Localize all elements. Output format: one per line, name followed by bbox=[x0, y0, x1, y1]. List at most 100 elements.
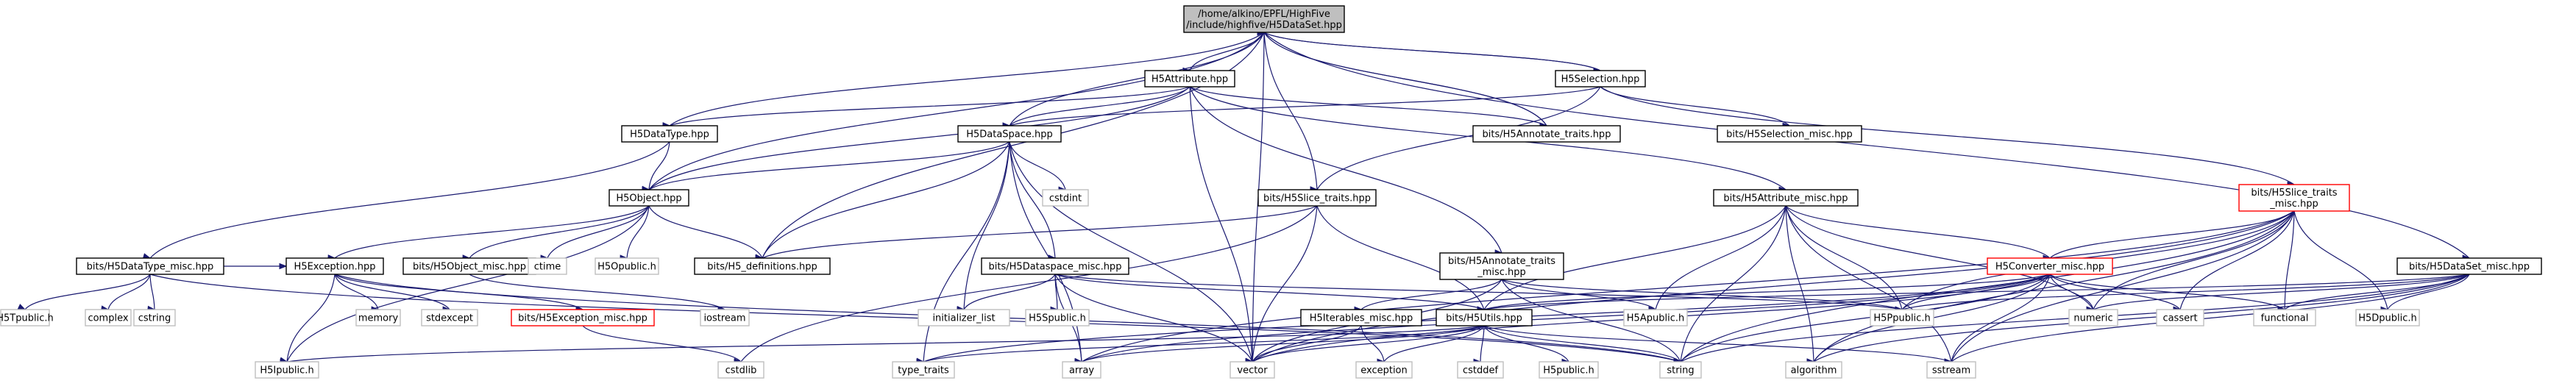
edge-line bbox=[1316, 86, 1601, 190]
edge-line bbox=[1054, 274, 1253, 363]
node-box bbox=[1870, 309, 1934, 326]
edge-arrowhead bbox=[17, 304, 26, 310]
node-box bbox=[1785, 361, 1842, 379]
node-h5dpub: H5Dpublic.h bbox=[2355, 309, 2420, 326]
node-h5public: H5public.h bbox=[1539, 361, 1599, 379]
edge-attrmisc-to-sstream bbox=[1785, 205, 1953, 365]
edge-line bbox=[1600, 86, 1790, 126]
node-cstdint: cstdint bbox=[1042, 189, 1089, 207]
edge-h5obj-to-ctime bbox=[540, 205, 650, 261]
node-annot[interactable]: bits/H5Annotate_traits.hpp bbox=[1472, 125, 1621, 143]
edge-line bbox=[1480, 325, 1485, 363]
node-box bbox=[1230, 361, 1275, 379]
edge-h5dspace-to-h5obj bbox=[642, 141, 1010, 193]
node-h5defs[interactable]: bits/H5_definitions.hpp bbox=[694, 257, 831, 275]
node-slicemisc[interactable]: bits/H5Slice_traits_misc.hpp bbox=[2238, 184, 2350, 212]
edge-line bbox=[1483, 274, 2470, 310]
node-box bbox=[1183, 5, 1345, 33]
edge-line bbox=[1054, 274, 1058, 310]
node-h5obj[interactable]: H5Object.hpp bbox=[608, 189, 689, 207]
node-label: cstring bbox=[138, 313, 171, 324]
node-h5spub: H5Spublic.h bbox=[1025, 309, 1090, 326]
node-box bbox=[1987, 257, 2113, 275]
edge-h5dspace-to-cstdint bbox=[1009, 141, 1067, 193]
edge-line bbox=[1785, 205, 2051, 259]
edge-line bbox=[963, 274, 1056, 310]
node-box bbox=[717, 361, 764, 379]
edge-line bbox=[1951, 274, 2051, 363]
node-h5attr[interactable]: H5Attribute.hpp bbox=[1144, 70, 1235, 88]
edge-h5exc-to-excmisc bbox=[334, 274, 584, 313]
node-slicetr[interactable]: bits/H5Slice_traits.hpp bbox=[1257, 189, 1377, 207]
node-exception: exception bbox=[1355, 361, 1413, 379]
edge-root-to-slicetr bbox=[1263, 32, 1319, 193]
edge-line bbox=[1252, 210, 2295, 363]
node-h5dtype[interactable]: H5DataType.hpp bbox=[621, 125, 718, 143]
node-label: ctime bbox=[534, 262, 561, 273]
node-box bbox=[1042, 189, 1089, 207]
edge-attrmisc-to-convmisc bbox=[1785, 205, 2051, 262]
node-dsetmisc[interactable]: bits/H5DataSet_misc.hpp bbox=[2396, 257, 2542, 275]
node-box bbox=[76, 257, 224, 275]
node-label: bits/H5Utils.hpp bbox=[1446, 313, 1522, 324]
node-label: H5public.h bbox=[1543, 365, 1594, 376]
node-label: cstddef bbox=[1463, 365, 1499, 376]
edge-line bbox=[2093, 274, 2470, 310]
edge-line bbox=[1600, 86, 2295, 185]
node-attrmisc[interactable]: bits/H5Attribute_misc.hpp bbox=[1713, 189, 1859, 207]
node-box bbox=[1257, 189, 1377, 207]
node-label: vector bbox=[1237, 365, 1268, 376]
node-h5exc[interactable]: H5Exception.hpp bbox=[285, 257, 384, 275]
node-dtypemisc[interactable]: bits/H5DataType_misc.hpp bbox=[76, 257, 224, 275]
node-label: bits/H5DataSet_misc.hpp bbox=[2409, 262, 2530, 273]
edge-line bbox=[2093, 210, 2295, 310]
edge-line bbox=[648, 205, 763, 259]
edge-line bbox=[1081, 325, 1485, 363]
node-iterables[interactable]: H5Iterables_misc.hpp bbox=[1300, 309, 1422, 326]
edge-line bbox=[1189, 86, 1253, 363]
edge-line bbox=[1189, 86, 1502, 254]
node-box bbox=[255, 361, 319, 379]
node-label: H5Converter_misc.hpp bbox=[1995, 262, 2104, 273]
node-box bbox=[700, 309, 750, 326]
node-h5tpub: H5Tpublic.h bbox=[0, 309, 54, 326]
node-label: algorithm bbox=[1791, 365, 1837, 376]
node-box bbox=[1439, 252, 1564, 280]
edge-line bbox=[648, 141, 670, 190]
node-typetraits: type_traits bbox=[892, 361, 955, 379]
edge-line bbox=[762, 205, 1318, 259]
edge-line bbox=[1009, 141, 1056, 259]
node-utils[interactable]: bits/H5Utils.hpp bbox=[1436, 309, 1533, 326]
edge-h5obj-to-objmisc bbox=[462, 205, 650, 261]
node-box bbox=[918, 309, 1010, 326]
node-box bbox=[595, 257, 659, 275]
edge-h5dspace-to-array bbox=[1009, 141, 1083, 365]
node-objmisc[interactable]: bits/H5Object_misc.hpp bbox=[402, 257, 536, 275]
edge-root-to-h5sel bbox=[1263, 32, 1602, 74]
edge-line bbox=[1263, 32, 2470, 259]
edge-line bbox=[1785, 205, 1952, 363]
node-box bbox=[694, 257, 831, 275]
edge-annotmisc-to-h5ppub bbox=[1501, 279, 1903, 313]
node-label: /home/alkino/EPFL/HighFive bbox=[1198, 9, 1330, 20]
node-convmisc[interactable]: H5Converter_misc.hpp bbox=[1987, 257, 2113, 275]
node-box bbox=[0, 309, 50, 326]
node-excmisc[interactable]: bits/H5Exception_misc.hpp bbox=[511, 309, 655, 326]
edge-line bbox=[963, 141, 1010, 310]
node-h5sel[interactable]: H5Selection.hpp bbox=[1555, 70, 1646, 88]
edge-line bbox=[1009, 32, 1265, 126]
node-root[interactable]: /home/alkino/EPFL/HighFive/include/highf… bbox=[1183, 5, 1345, 33]
node-selmisc[interactable]: bits/H5Selection_misc.hpp bbox=[1717, 125, 1862, 143]
edge-line bbox=[24, 274, 151, 310]
node-label: H5Dpublic.h bbox=[2358, 313, 2417, 324]
node-string: string bbox=[1659, 361, 1702, 379]
edge-line bbox=[286, 205, 650, 363]
node-box bbox=[528, 257, 567, 275]
node-dspacemisc[interactable]: bits/H5Dataspace_misc.hpp bbox=[981, 257, 1129, 275]
node-h5dspace[interactable]: H5DataSpace.hpp bbox=[957, 125, 1062, 143]
edge-line bbox=[669, 32, 1265, 126]
node-box bbox=[957, 125, 1062, 143]
node-annotmisc[interactable]: bits/H5Annotate_traits_misc.hpp bbox=[1439, 252, 1564, 280]
node-label: memory bbox=[358, 313, 399, 324]
